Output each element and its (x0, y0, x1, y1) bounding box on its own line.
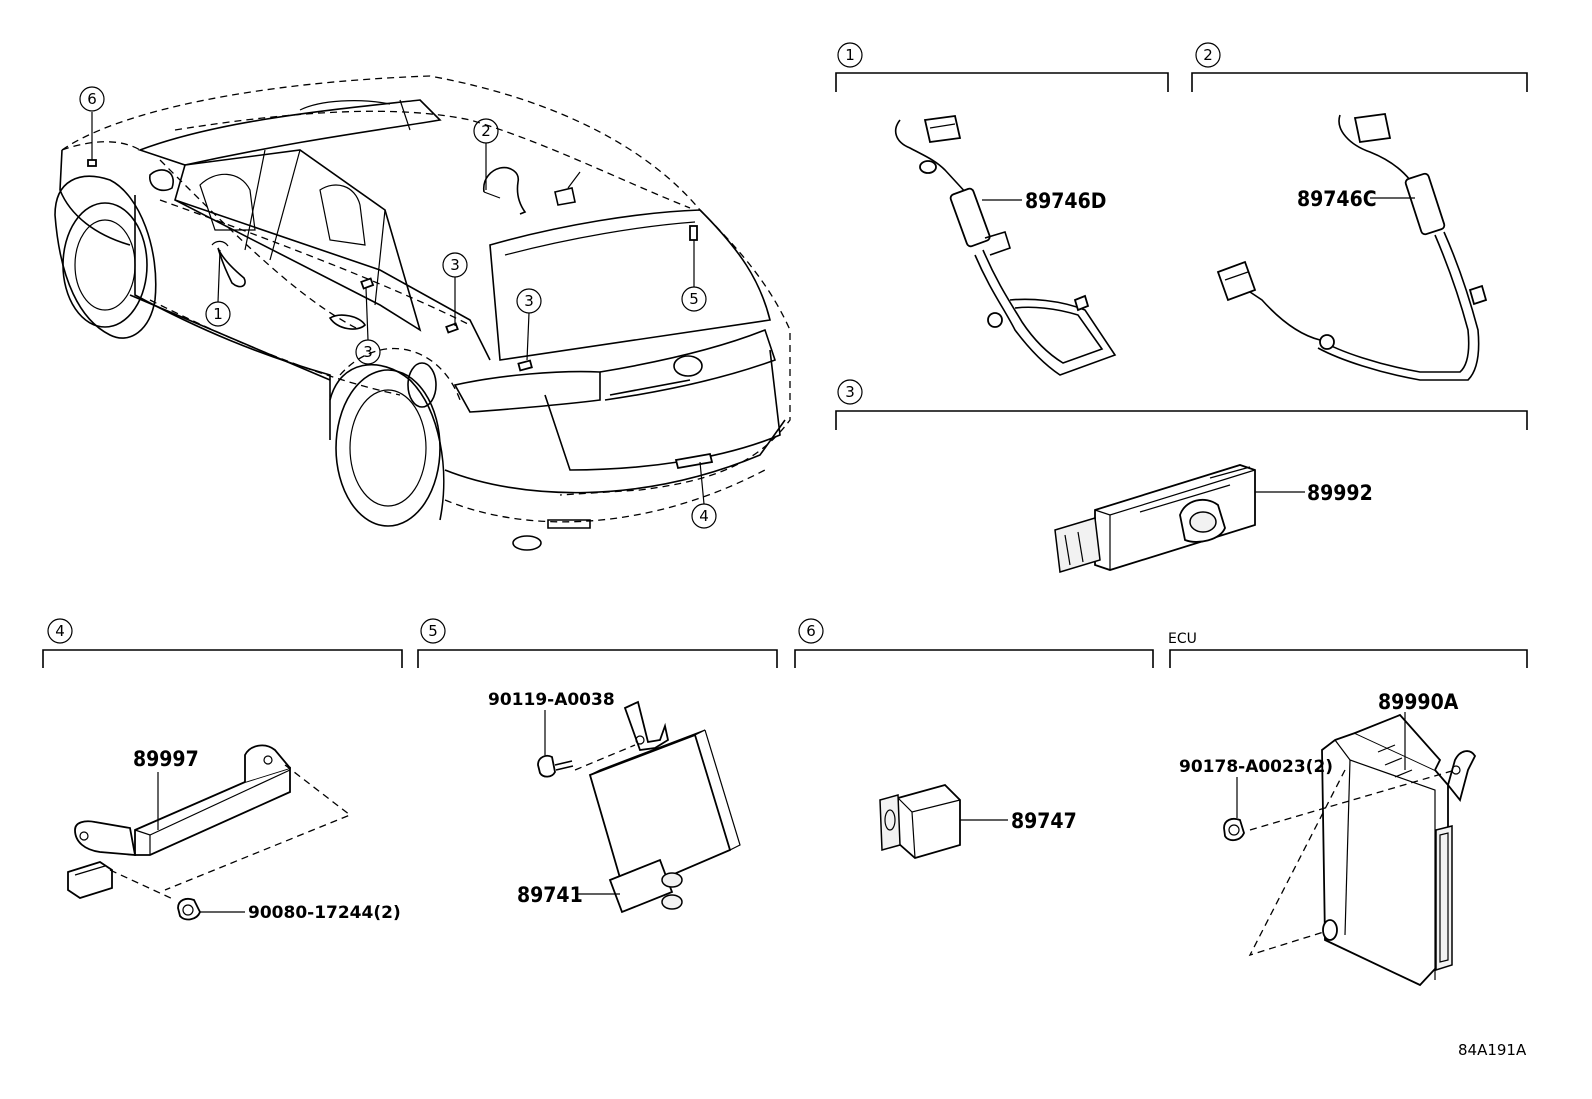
section-3-number: 3 (845, 383, 855, 401)
section-2: 2 89746C (1191, 42, 1528, 381)
section-6-number: 6 (806, 622, 816, 640)
section-ecu: ECU 89990A 90178-A0023(2) (1168, 631, 1528, 987)
part-89990A-drawing (1223, 713, 1477, 987)
part-89741-drawing (537, 700, 741, 914)
callout-3-door: 3 (363, 343, 373, 361)
callout-6: 6 (87, 90, 97, 108)
part-number-89746C: 89746C (1297, 187, 1377, 211)
section-6: 6 89747 (794, 618, 1154, 860)
part-number-90178-A0023: 90178-A0023(2) (1179, 757, 1333, 777)
part-89992-drawing (1054, 464, 1256, 573)
section-2-number: 2 (1203, 46, 1213, 64)
part-number-90119-A0038: 90119-A0038 (488, 690, 615, 710)
part-number-89747: 89747 (1011, 809, 1077, 833)
section-1-number: 1 (845, 46, 855, 64)
vehicle-callouts: 6 2 3 1 3 3 5 4 (79, 86, 717, 529)
callout-2: 2 (481, 122, 491, 140)
section-5: 5 90119-A0038 89741 (417, 618, 778, 914)
part-number-90080-17244: 90080-17244(2) (248, 903, 401, 923)
part-number-89741: 89741 (517, 883, 583, 907)
part-89746C-drawing (1216, 112, 1488, 381)
section-5-number: 5 (428, 622, 438, 640)
callout-5: 5 (689, 290, 699, 308)
section-4-number: 4 (55, 622, 65, 640)
part-89747-drawing (879, 783, 961, 860)
ecu-title: ECU (1168, 631, 1197, 647)
figure-code: 84A191A (1458, 1041, 1527, 1059)
part-number-89990A: 89990A (1378, 690, 1459, 714)
section-4: 4 89997 90080-17244(2) (42, 618, 403, 923)
vehicle-illustration (54, 75, 791, 551)
part-89746D-drawing (894, 114, 1117, 376)
callout-4: 4 (699, 507, 709, 525)
callout-1: 1 (213, 305, 223, 323)
callout-3-hatch: 3 (524, 292, 534, 310)
part-number-89992: 89992 (1307, 481, 1373, 505)
section-3: 3 89992 (835, 379, 1528, 573)
section-1: 1 89746D (835, 42, 1169, 376)
callout-3-quarter: 3 (450, 256, 460, 274)
part-number-89746D: 89746D (1025, 189, 1106, 213)
part-number-89997: 89997 (133, 747, 199, 771)
part-89997-drawing (67, 744, 352, 921)
